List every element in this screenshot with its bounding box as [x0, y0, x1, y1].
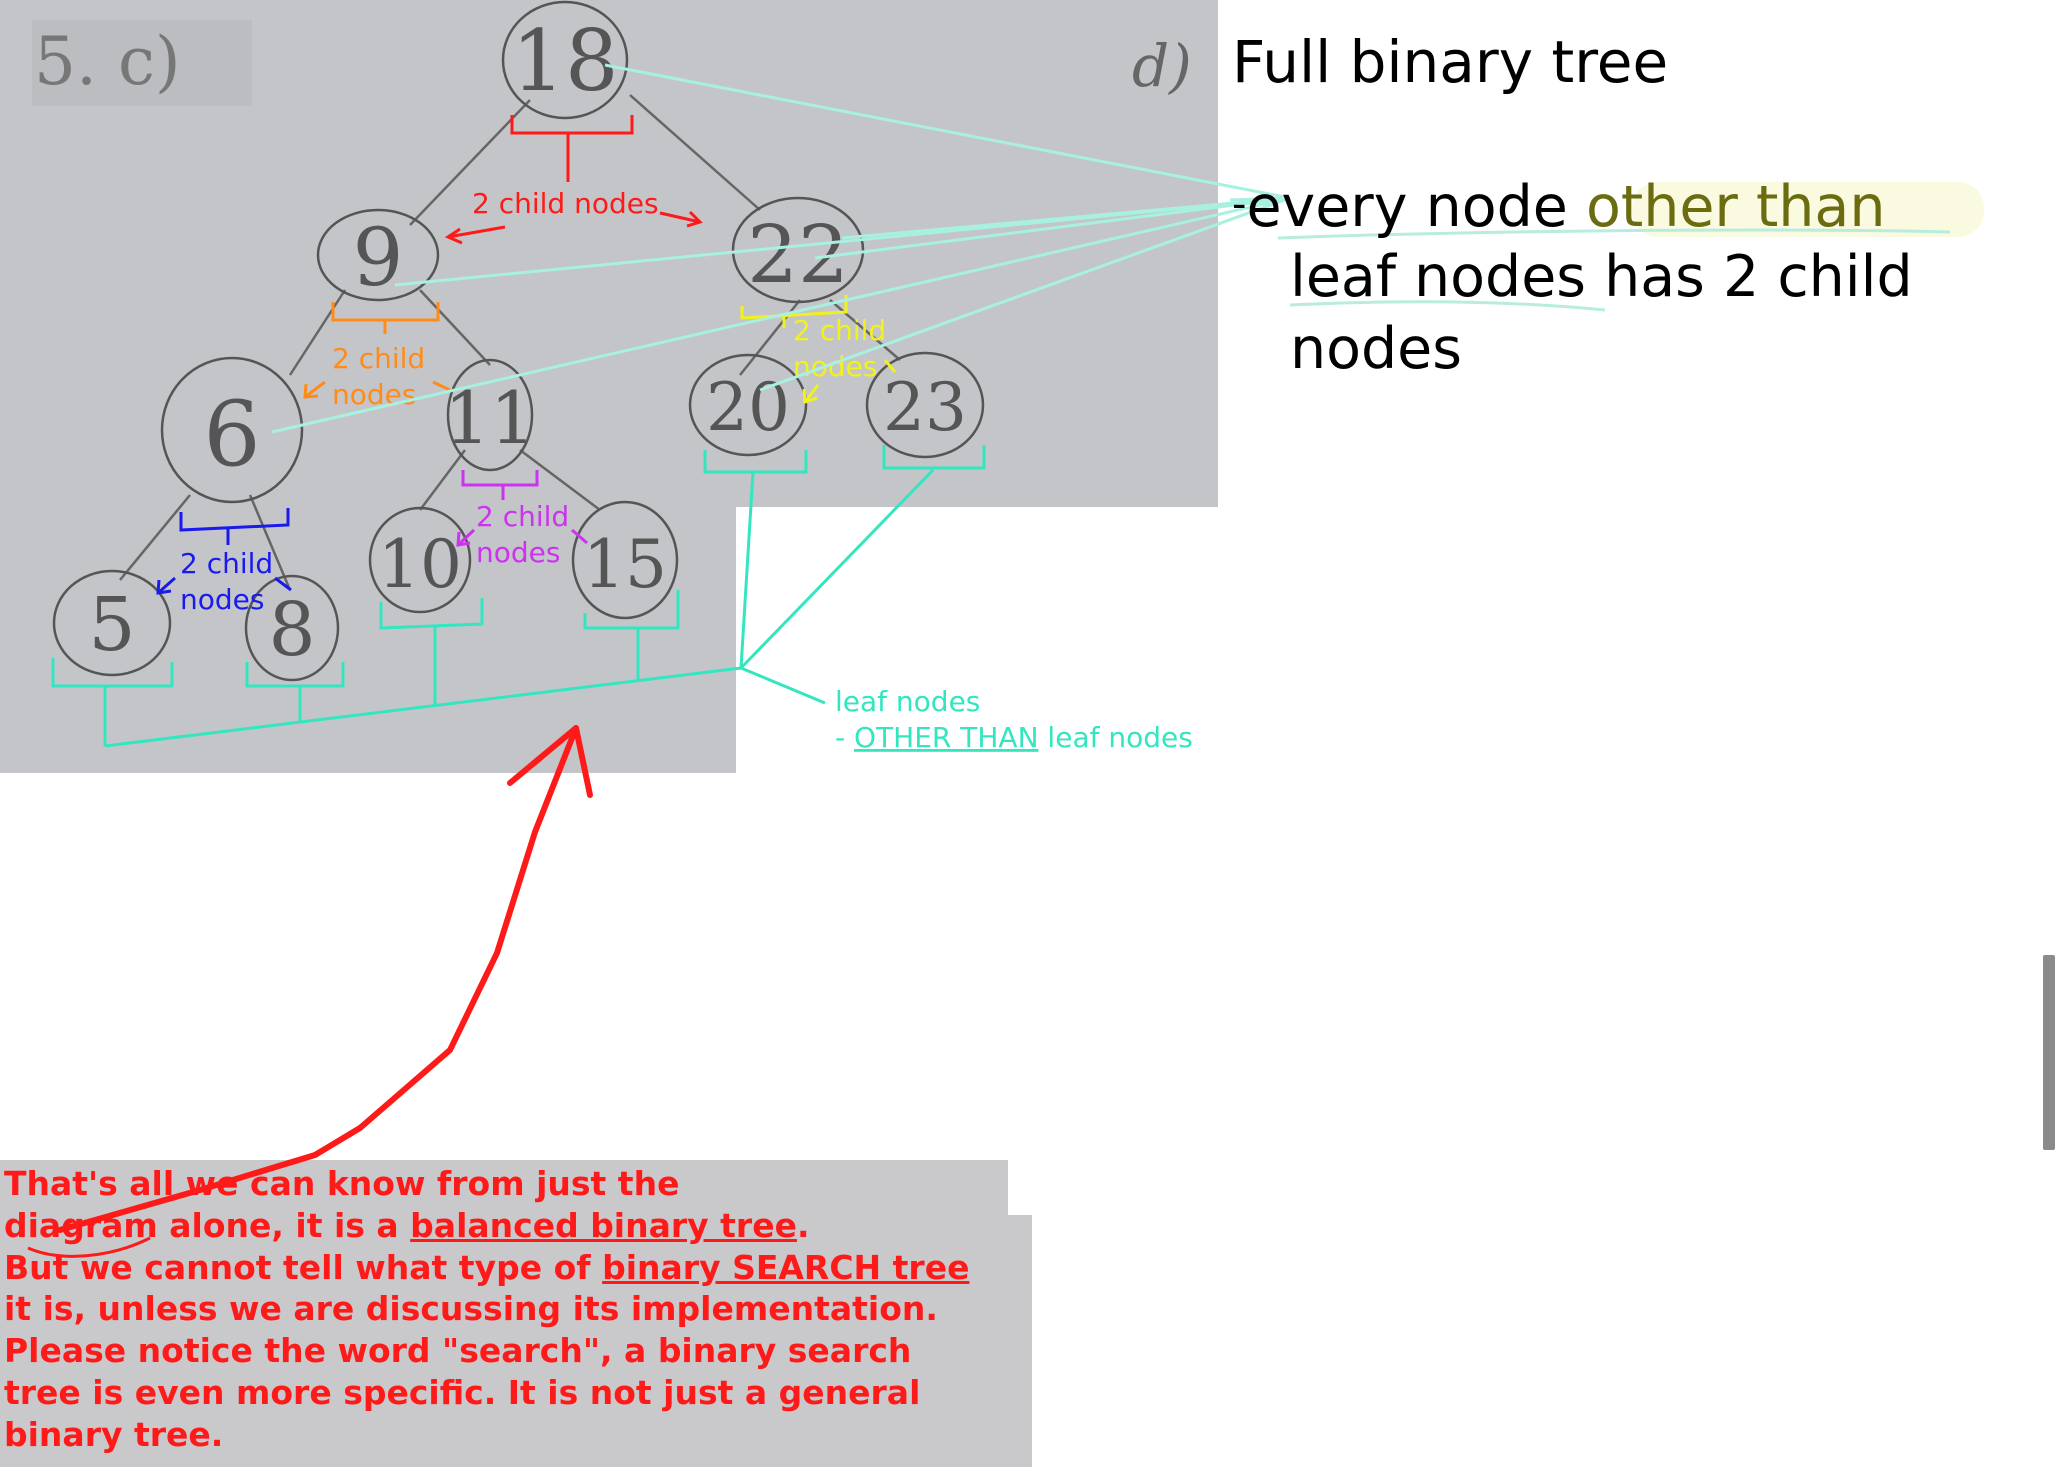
orange-child-label-1: 2 child	[332, 342, 425, 375]
node-20: 20	[688, 353, 808, 457]
scrollbar[interactable]	[2043, 955, 2055, 1150]
photo-bottom	[0, 1160, 1008, 1467]
definition-line2-b: has 2 child	[1585, 244, 1913, 310]
tree-edges	[119, 94, 901, 591]
line1-underline	[1277, 228, 1951, 240]
node-9: 9	[316, 208, 440, 304]
para-line-7: binary tree.	[4, 1414, 224, 1454]
svg-text:8: 8	[268, 587, 315, 673]
definition-line2: leaf nodes has 2 child	[1290, 244, 1913, 310]
blue-child-label-2: nodes	[180, 583, 264, 616]
diagram-squiggle	[27, 1236, 151, 1258]
svg-text:23: 23	[883, 369, 967, 446]
node-15: 15	[571, 500, 679, 620]
node-23: 23	[865, 351, 985, 459]
leaf-legend-line2: - OTHER THAN leaf nodes	[835, 721, 1193, 754]
para-line-2: diagram alone, it is a balanced binary t…	[4, 1205, 810, 1245]
svg-text:10: 10	[378, 526, 462, 603]
d-label: d)	[1132, 32, 1192, 100]
svg-text:5: 5	[88, 582, 135, 668]
other-than-highlight	[1632, 182, 1984, 237]
para-line-1: That's all we can know from just the	[4, 1164, 680, 1203]
node-5: 5	[52, 569, 172, 677]
blue-child-label-1: 2 child	[180, 547, 273, 580]
definition-dash: -	[1232, 181, 1247, 228]
svg-text:20: 20	[706, 369, 790, 446]
svg-text:6: 6	[203, 382, 260, 487]
definition-line3: nodes	[1290, 316, 1462, 382]
orange-bracket	[303, 302, 451, 399]
para-line-5: Please notice the word "search", a binar…	[4, 1331, 912, 1371]
orange-child-label-2: nodes	[332, 378, 416, 411]
definition-other-than: other than	[1585, 174, 1886, 240]
para-line-4: it is, unless we are discussing its impl…	[4, 1289, 938, 1329]
blue-bracket	[156, 508, 292, 595]
svg-text:18: 18	[512, 12, 619, 110]
yellow-child-label-1: 2 child	[793, 314, 886, 347]
line2-underline	[1289, 300, 1606, 312]
node-18: 18	[501, 0, 629, 120]
heading-label-box	[32, 20, 252, 106]
photo-lower	[0, 507, 736, 773]
leaf-brackets	[51, 445, 986, 748]
heading-label: 5. c)	[34, 23, 181, 100]
leaf-legend-line1: leaf nodes	[835, 685, 980, 718]
purple-child-label-1: 2 child	[476, 500, 569, 533]
node-6: 6	[160, 356, 304, 504]
purple-bracket	[456, 470, 588, 547]
red-child-label: 2 child nodes	[472, 187, 659, 220]
red-arrow	[57, 725, 593, 1233]
node-10: 10	[368, 506, 472, 614]
definition-line1: -every node other than	[1232, 174, 1885, 240]
svg-text:15: 15	[583, 526, 667, 603]
photo-bottom-right	[1008, 1215, 1032, 1467]
yellow-bracket	[740, 295, 897, 405]
yellow-child-label-2: nodes	[793, 350, 877, 383]
node-11: 11	[444, 358, 536, 472]
explanation-paragraph: That's all we can know from just the dia…	[4, 1163, 1024, 1456]
definition-leaf-nodes: leaf nodes	[1290, 244, 1586, 310]
para-line-3: But we cannot tell what type of binary S…	[4, 1247, 970, 1287]
tree-nodes: 18 9 22 6 11 20 23 5 8 10 15	[52, 0, 985, 682]
definition-pointers	[271, 63, 1291, 434]
definition-line1-a: every node	[1246, 174, 1586, 240]
node-8: 8	[244, 574, 340, 682]
para-line-6: tree is even more specific. It is not ju…	[4, 1372, 921, 1412]
title: Full binary tree	[1232, 28, 1669, 96]
svg-text:9: 9	[353, 211, 404, 304]
red-bracket	[444, 115, 703, 245]
purple-child-label-2: nodes	[476, 536, 560, 569]
